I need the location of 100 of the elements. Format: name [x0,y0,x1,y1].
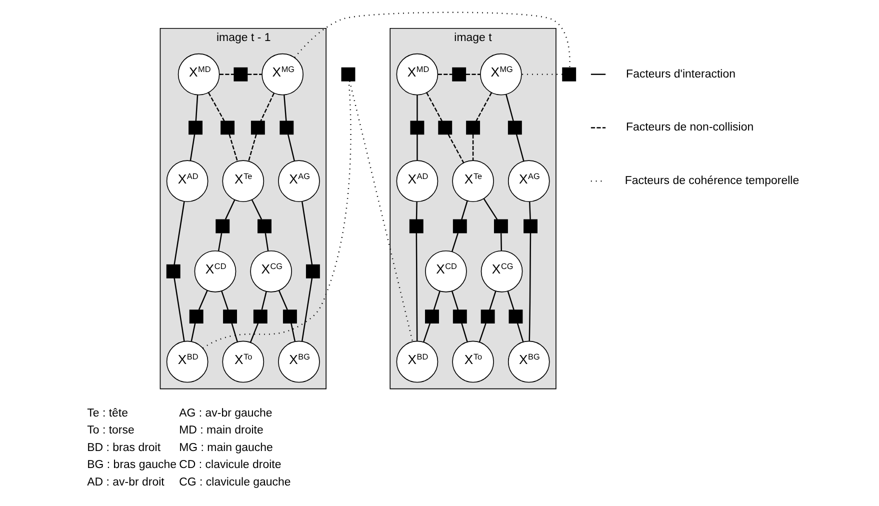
node-box [480,309,494,324]
node-box [424,309,438,324]
connector [228,134,238,161]
label: BG : bras gauche [86,458,176,471]
connector [278,290,288,310]
node-circle: X$^{CD}$ [194,250,236,292]
node-circle: X$^{BD}$ [166,340,208,382]
connector [217,232,222,251]
connector [500,232,502,250]
connector [218,73,234,74]
connector [528,232,531,340]
node-circle: X$^{AG}$ [507,160,550,202]
connector [437,73,452,74]
connector [247,73,262,74]
node-box [438,120,452,134]
node-box [410,120,424,134]
node-box [188,309,203,324]
node-box [257,218,271,233]
node-circle: X$^{CG}$ [480,250,522,292]
connector [260,92,274,121]
node-box [408,218,423,233]
label: AD : av-br droit [86,476,164,488]
connector [286,134,294,160]
node-box [250,120,264,134]
node-circle: X$^{BD}$ [396,340,438,382]
node-circle: X$^{To}$ [222,340,264,382]
legend-label: Facteurs d'interaction [626,68,735,80]
label: MG : main gauche [178,441,272,454]
node-circle: X$^{MD}$ [177,52,220,95]
connector [482,198,498,220]
node-box [493,218,508,233]
node-circle: X$^{MG}$ [480,52,522,95]
node-box [220,120,234,134]
connector [426,92,442,121]
connector [230,322,238,342]
connector [505,94,514,121]
connector [447,134,464,162]
connector [173,277,184,341]
node-box [562,66,576,81]
node-box [188,120,202,134]
connector [250,199,262,220]
connector [472,134,474,160]
connector [189,134,195,160]
node-circle: X$^{CG}$ [250,250,292,292]
node-circle: X$^{To}$ [452,340,494,382]
connector [416,134,418,160]
label: CD : clavicule droite [178,458,281,471]
node-box [166,264,180,278]
label: MD : main droite [178,424,263,436]
connector [450,290,458,310]
connector [465,73,480,74]
node-box [279,120,294,134]
connector [460,322,468,342]
node-box [222,309,236,324]
node-box [507,120,522,134]
connector [460,200,468,220]
connector [198,290,208,310]
connector [478,322,486,342]
node-box [252,309,267,324]
connector [516,322,524,342]
node-box [340,66,355,81]
connector [506,290,514,310]
connector [290,322,296,341]
connector [422,322,430,342]
connector [348,80,413,342]
node-box [452,309,466,324]
connector [416,94,418,121]
node-circle: X$^{MD}$ [396,52,438,95]
connector [248,134,256,161]
connector [432,290,440,310]
connector [415,232,418,341]
node-circle: X$^{Te}$ [452,160,494,202]
legend-label: Facteurs de cohérence temporelle [624,174,799,187]
connector [173,200,184,264]
label: AG : av-br gauche [178,406,272,419]
node-circle: X$^{BG}$ [278,340,320,382]
node-box [452,218,466,233]
node-box [215,218,230,233]
connector [300,277,312,341]
label: To : torse [86,424,134,436]
connector [300,200,312,264]
node-box [452,66,466,81]
label: BD : bras droit [86,441,160,454]
connector [249,322,258,342]
node-box [466,120,480,134]
connector [521,73,562,74]
node-circle: X$^{AG}$ [278,160,320,202]
connector [208,92,224,121]
connector [220,290,228,310]
node-circle: X$^{AD}$ [166,160,208,202]
node-box [508,309,522,324]
connector [488,290,496,310]
node-box [523,218,537,233]
node-circle: X$^{CD}$ [424,250,466,292]
node-circle: X$^{BG}$ [507,340,550,382]
connector [294,11,570,68]
connector [450,232,458,252]
connector [283,94,286,121]
connector [528,201,530,219]
label: CG : clavicule gauche [178,476,290,488]
